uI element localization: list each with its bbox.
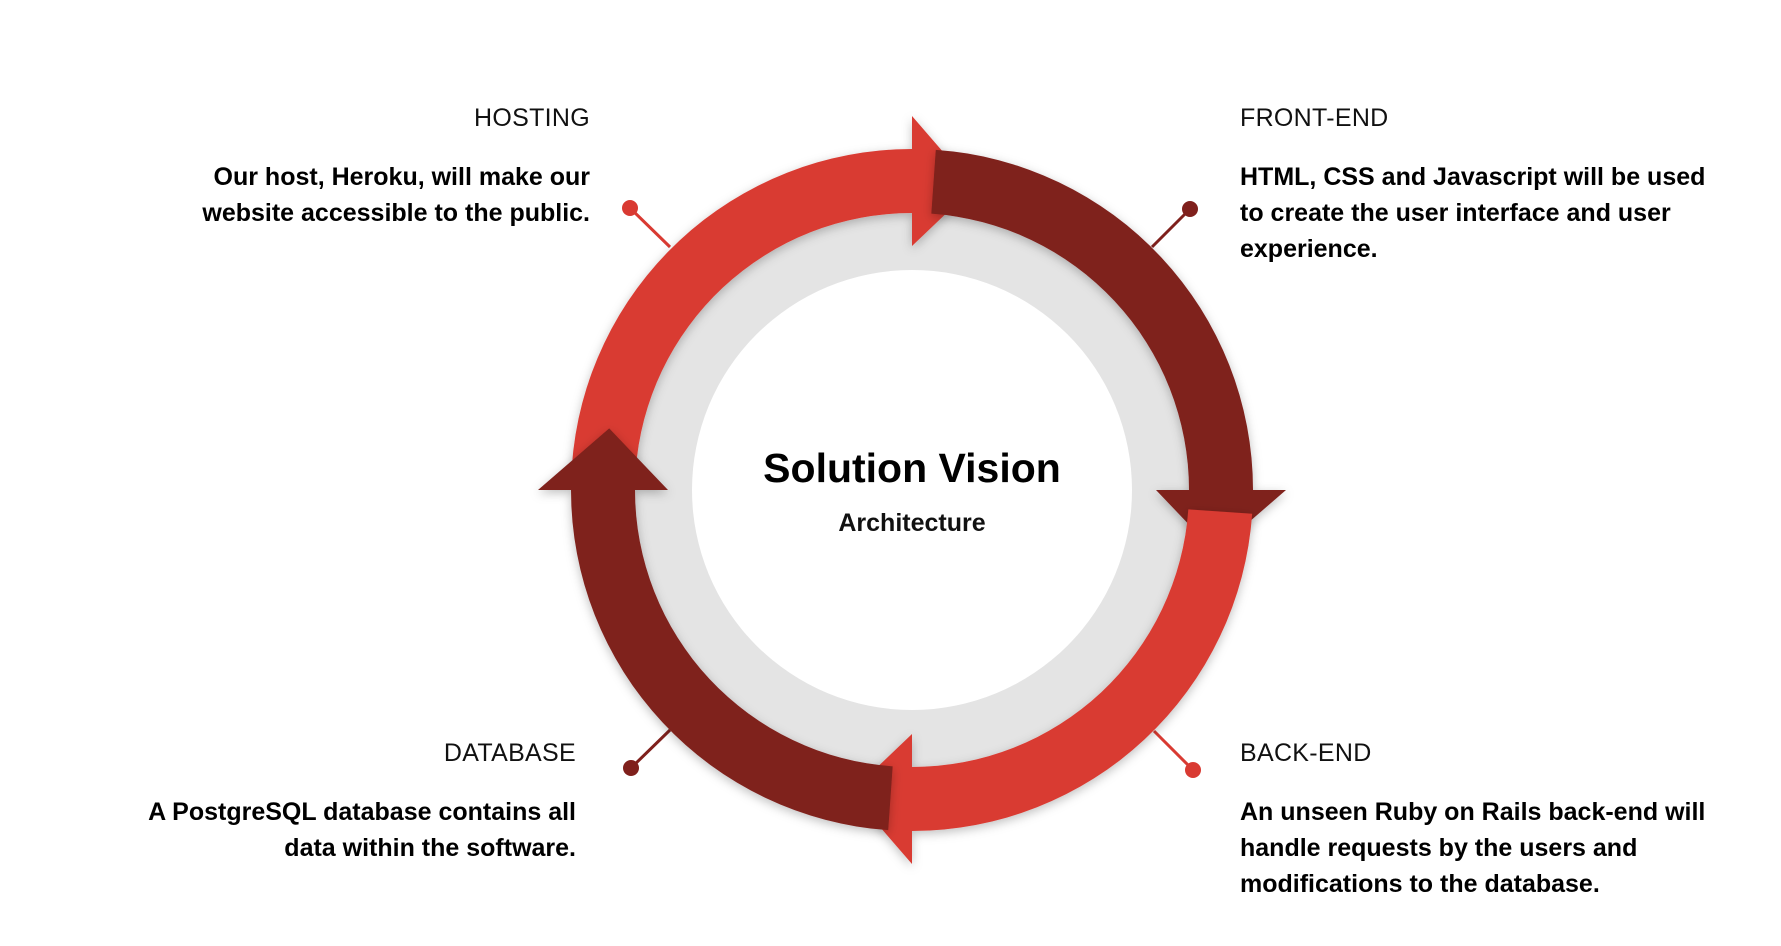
connector-dot-database [623, 760, 639, 776]
stage-hosting-heading: HOSTING [474, 104, 590, 132]
stage-backend-heading: BACK-END [1240, 739, 1372, 767]
connector-dot-hosting [622, 200, 638, 216]
stage-frontend-heading: FRONT-END [1240, 104, 1389, 132]
stage-backend-description: An unseen Ruby on Rails back-end will ha… [1240, 798, 1706, 898]
connector-hosting [622, 200, 672, 249]
arrow-hosting [571, 116, 974, 471]
center-title: Solution Vision [763, 445, 1061, 491]
stage-database: DATABASE A PostgreSQL database contains … [110, 738, 576, 866]
stage-backend: BACK-END An unseen Ruby on Rails back-en… [1240, 738, 1730, 902]
arrow-ring [538, 116, 1286, 864]
stage-database-description: A PostgreSQL database contains all data … [148, 798, 576, 862]
stage-hosting: HOSTING Our host, Heroku, will make our … [150, 103, 590, 231]
stage-frontend: FRONT-END HTML, CSS and Javascript will … [1240, 103, 1730, 267]
stage-database-heading: DATABASE [443, 739, 576, 767]
arrow-backend [850, 509, 1253, 864]
arrow-frontend [931, 149, 1286, 552]
connector-dot-frontend [1182, 201, 1198, 217]
center-subtitle: Architecture [838, 509, 986, 537]
stage-hosting-description: Our host, Heroku, will make our website … [202, 163, 590, 227]
connector-frontend [1150, 201, 1198, 249]
connector-database [623, 728, 672, 776]
stage-frontend-description: HTML, CSS and Javascript will be used to… [1240, 163, 1706, 263]
connector-backend [1152, 729, 1201, 778]
connector-dot-backend [1185, 762, 1201, 778]
center-disc [692, 270, 1132, 710]
arrow-database [538, 428, 893, 831]
